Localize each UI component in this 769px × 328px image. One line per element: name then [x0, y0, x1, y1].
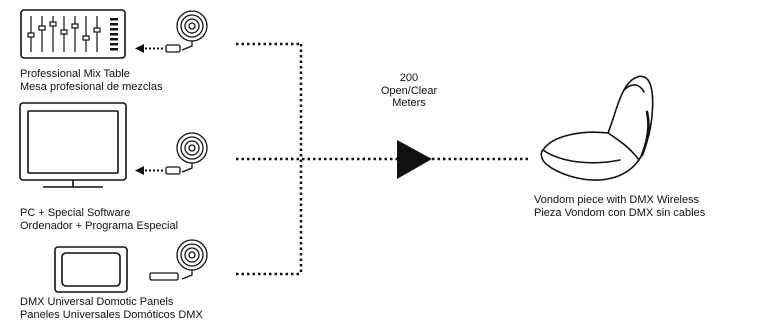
mixing-console-icon [20, 9, 126, 59]
wireless-transmitter-icon [149, 239, 208, 281]
source-label-pc-2: Ordenador + Programa Especial [20, 220, 178, 232]
source-label-panel-1: DMX Universal Domotic Panels [20, 296, 174, 308]
target-label-2: Pieza Vondom con DMX sin cables [534, 207, 706, 219]
wireless-transmitter-icon [165, 10, 208, 53]
wall-panel-icon [54, 246, 128, 293]
range-condition: Open/Clear [381, 85, 438, 97]
direction-arrow-icon [397, 140, 432, 179]
source-label-pc-1: PC + Special Software [20, 207, 130, 219]
range-unit: Meters [392, 97, 426, 109]
source-label-mix-1: Professional Mix Table [20, 68, 130, 80]
computer-monitor-icon [19, 102, 127, 188]
connection-lines [236, 42, 528, 276]
signal-arrow-icon [135, 166, 165, 175]
range-value: 200 [400, 72, 418, 84]
signal-arrow-icon [135, 44, 165, 53]
wireless-transmitter-icon [165, 132, 208, 175]
source-label-mix-2: Mesa profesional de mezclas [20, 81, 163, 93]
lounge-chair-icon [540, 75, 654, 181]
source-label-panel-2: Paneles Universales Domóticos DMX [20, 309, 203, 321]
target-label-1: Vondom piece with DMX Wireless [534, 194, 700, 206]
